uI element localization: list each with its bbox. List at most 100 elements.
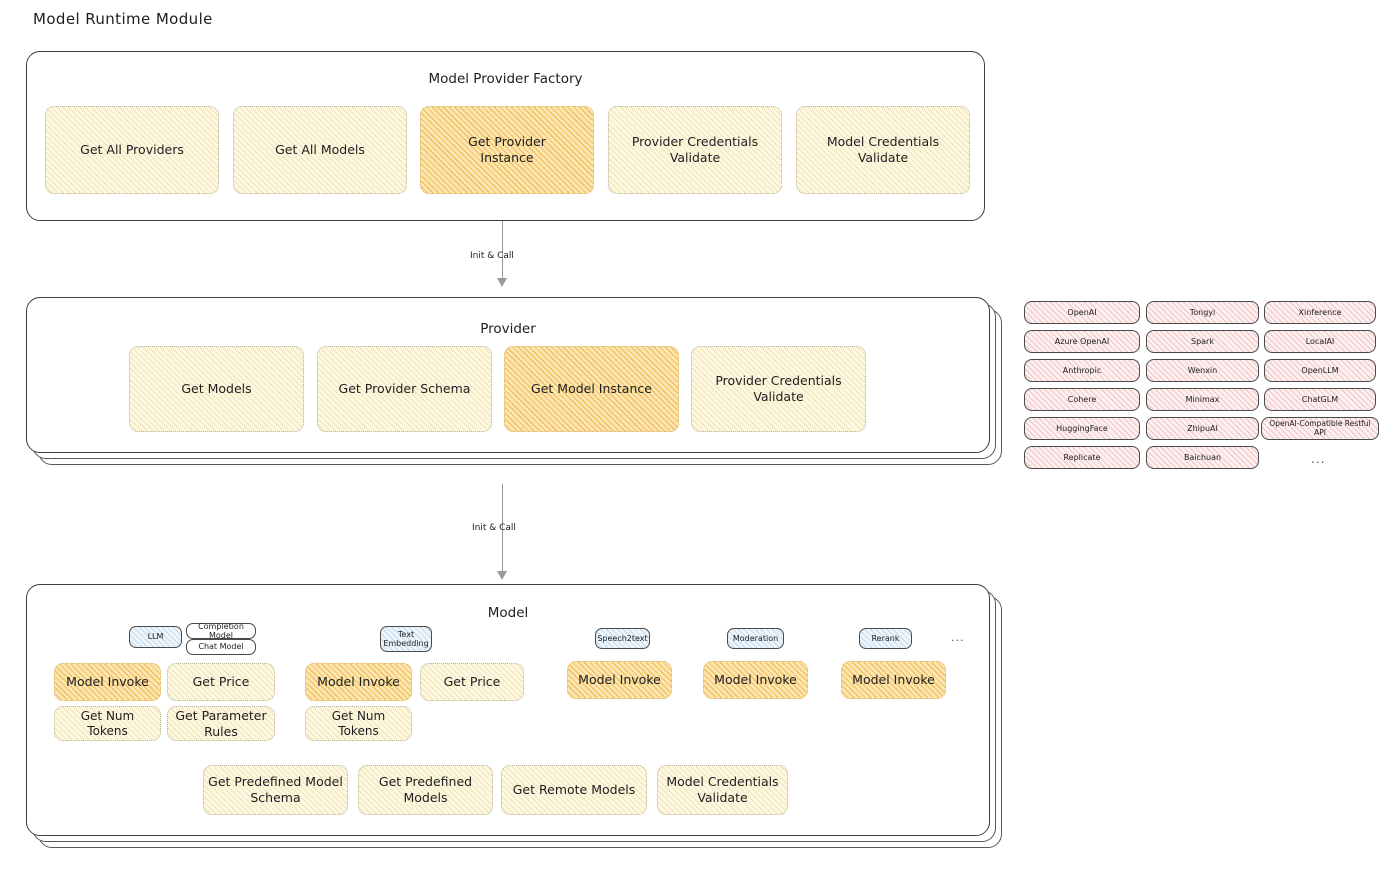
- chip-label: Replicate: [1063, 452, 1101, 462]
- provider-chip-baichuan[interactable]: Baichuan: [1146, 446, 1259, 469]
- model-common-node-get-predefined-model-schema[interactable]: Get Predefined Model Schema: [203, 765, 348, 815]
- chip-label: Spark: [1191, 336, 1214, 346]
- node-label: Model Invoke: [66, 674, 149, 690]
- node-label: Model Invoke: [578, 672, 661, 688]
- model-type-pill-llm[interactable]: LLM: [129, 626, 182, 648]
- speech2text-node-model-invoke[interactable]: Model Invoke: [567, 661, 672, 699]
- arrow-factory-to-provider-label: Init & Call: [470, 251, 514, 261]
- llm-node-get-price[interactable]: Get Price: [167, 663, 275, 701]
- chip-label: ChatGLM: [1301, 394, 1339, 404]
- llm-node-get-parameter-rules[interactable]: Get Parameter Rules: [167, 706, 275, 741]
- node-label: Get Models: [181, 381, 252, 397]
- rerank-node-model-invoke[interactable]: Model Invoke: [841, 661, 946, 699]
- provider-chip-cohere[interactable]: Cohere: [1024, 388, 1140, 411]
- text-embedding-node-get-price[interactable]: Get Price: [420, 663, 524, 701]
- provider-chip-chatglm[interactable]: ChatGLM: [1264, 388, 1376, 411]
- node-label: Get All Providers: [80, 142, 184, 158]
- chip-label: Wenxin: [1187, 365, 1218, 375]
- node-label: Provider Credentials Validate: [715, 373, 842, 404]
- provider-chip-huggingface[interactable]: HuggingFace: [1024, 417, 1140, 440]
- node-label: Get Predefined Model Schema: [208, 774, 343, 805]
- provider-chip-localai[interactable]: LocalAI: [1264, 330, 1376, 353]
- model-type-pill-speech2text[interactable]: Speech2text: [595, 628, 650, 649]
- node-label: Get Price: [443, 674, 501, 690]
- provider-title: Provider: [480, 321, 536, 337]
- chip-label: Tongyi: [1189, 307, 1216, 317]
- provider-chip-openai[interactable]: OpenAI: [1024, 301, 1140, 324]
- model-common-node-get-remote-models[interactable]: Get Remote Models: [501, 765, 647, 815]
- pill-label: Speech2text: [597, 633, 648, 643]
- provider-chip-replicate[interactable]: Replicate: [1024, 446, 1140, 469]
- provider-list-more-ellipsis: ...: [1311, 452, 1326, 466]
- model-title: Model: [487, 605, 529, 621]
- provider-chip-openai-compatible-restful-api[interactable]: OpenAI-Compatible Restful API: [1261, 417, 1379, 440]
- node-label: Model Credentials Validate: [826, 134, 940, 165]
- factory-node-provider-credentials-validate[interactable]: Provider Credentials Validate: [608, 106, 782, 194]
- node-label: Get Predefined Models: [378, 774, 473, 805]
- pill-label: Chat Model: [198, 642, 244, 652]
- factory-node-get-all-models[interactable]: Get All Models: [233, 106, 407, 194]
- pill-label: Completion Model: [198, 621, 244, 640]
- text-embedding-node-model-invoke[interactable]: Model Invoke: [305, 663, 412, 701]
- model-common-node-get-predefined-models[interactable]: Get Predefined Models: [358, 765, 493, 815]
- model-type-pill-moderation[interactable]: Moderation: [727, 628, 784, 649]
- model-common-node-model-credentials-validate[interactable]: Model Credentials Validate: [657, 765, 788, 815]
- model-type-pill-text-embedding[interactable]: Text Embedding: [380, 626, 432, 652]
- chip-label: OpenLLM: [1301, 365, 1339, 375]
- provider-chip-minimax[interactable]: Minimax: [1146, 388, 1259, 411]
- provider-chip-wenxin[interactable]: Wenxin: [1146, 359, 1259, 382]
- node-label: Get Parameter Rules: [175, 707, 267, 739]
- node-label: Model Invoke: [852, 672, 935, 688]
- chip-label: Azure OpenAI: [1054, 336, 1110, 346]
- pill-label: Rerank: [871, 633, 900, 643]
- chip-label: HuggingFace: [1056, 423, 1108, 433]
- chip-label: Minimax: [1185, 394, 1220, 404]
- node-label: Get All Models: [275, 142, 365, 158]
- chip-label: Baichuan: [1183, 452, 1222, 462]
- node-label: Model Invoke: [714, 672, 797, 688]
- model-type-pill-rerank[interactable]: Rerank: [859, 628, 912, 649]
- pill-label: Moderation: [732, 633, 779, 643]
- model-subtype-pill-chat-model[interactable]: Chat Model: [186, 639, 256, 655]
- arrow-provider-to-model-line: [502, 484, 504, 574]
- provider-node-get-provider-schema[interactable]: Get Provider Schema: [317, 346, 492, 432]
- text-embedding-node-get-num-tokens[interactable]: Get Num Tokens: [305, 706, 412, 741]
- llm-node-model-invoke[interactable]: Model Invoke: [54, 663, 161, 701]
- chip-label: LocalAI: [1305, 336, 1335, 346]
- provider-chip-spark[interactable]: Spark: [1146, 330, 1259, 353]
- node-label: Get Model Instance: [531, 381, 652, 397]
- node-label: Get Remote Models: [512, 782, 636, 798]
- provider-chip-anthropic[interactable]: Anthropic: [1024, 359, 1140, 382]
- provider-node-get-model-instance[interactable]: Get Model Instance: [504, 346, 679, 432]
- page-title: Model Runtime Module: [33, 10, 213, 28]
- provider-chip-zhipuai[interactable]: ZhipuAI: [1146, 417, 1259, 440]
- factory-node-model-credentials-validate[interactable]: Model Credentials Validate: [796, 106, 970, 194]
- model-types-more-ellipsis: ...: [951, 631, 965, 644]
- arrow-factory-to-provider-head: [497, 278, 507, 287]
- node-label: Get Num Tokens: [80, 708, 135, 738]
- pill-label: Text Embedding: [383, 629, 429, 648]
- pill-label: LLM: [147, 632, 164, 642]
- arrow-factory-to-provider-line: [502, 221, 504, 281]
- node-label: Get Provider Instance: [468, 134, 546, 165]
- llm-node-get-num-tokens[interactable]: Get Num Tokens: [54, 706, 161, 741]
- provider-node-provider-credentials-validate[interactable]: Provider Credentials Validate: [691, 346, 866, 432]
- model-subtype-pill-completion-model[interactable]: Completion Model: [186, 621, 256, 640]
- node-label: Get Price: [192, 674, 250, 690]
- provider-chip-openllm[interactable]: OpenLLM: [1264, 359, 1376, 382]
- provider-chip-xinference[interactable]: Xinference: [1264, 301, 1376, 324]
- provider-node-get-models[interactable]: Get Models: [129, 346, 304, 432]
- chip-label: ZhipuAI: [1187, 423, 1218, 433]
- provider-chip-tongyi[interactable]: Tongyi: [1146, 301, 1259, 324]
- moderation-node-model-invoke[interactable]: Model Invoke: [703, 661, 808, 699]
- arrow-provider-to-model-label: Init & Call: [472, 523, 516, 533]
- arrow-provider-to-model-head: [497, 571, 507, 580]
- chip-label: OpenAI-Compatible Restful API: [1269, 418, 1371, 437]
- node-label: Model Invoke: [317, 674, 400, 690]
- provider-chip-azure-openai[interactable]: Azure OpenAI: [1024, 330, 1140, 353]
- chip-label: Anthropic: [1062, 365, 1102, 375]
- factory-node-get-provider-instance[interactable]: Get Provider Instance: [420, 106, 594, 194]
- node-label: Provider Credentials Validate: [631, 134, 759, 165]
- model-provider-factory-title: Model Provider Factory: [428, 71, 583, 87]
- factory-node-get-all-providers[interactable]: Get All Providers: [45, 106, 219, 194]
